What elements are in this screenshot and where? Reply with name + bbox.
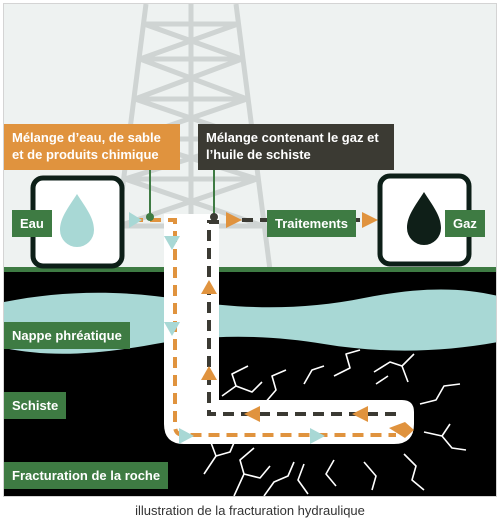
diagram-canvas — [4, 4, 496, 496]
label-nappe: Nappe phréatique — [4, 322, 130, 349]
water-drop-icon — [60, 194, 94, 247]
fracking-diagram: Mélange d’eau, de sable et de produits c… — [3, 3, 497, 497]
label-fracturation: Fracturation de la roche — [4, 462, 169, 489]
flow-arrows — [129, 212, 414, 444]
connector-dot-output — [210, 213, 218, 221]
label-gaz: Gaz — [445, 210, 485, 237]
connector-dot — [146, 213, 154, 221]
label-schiste: Schiste — [4, 392, 67, 419]
ground-line — [4, 267, 496, 272]
label-output-mixture: Mélange contenant le gaz et l’huile de s… — [198, 124, 394, 170]
label-input-mixture: Mélange d’eau, de sable et de produits c… — [4, 124, 180, 170]
label-eau: Eau — [12, 210, 52, 237]
well-bore — [164, 222, 414, 444]
label-traitements: Traitements — [267, 210, 356, 237]
well-head — [164, 214, 219, 230]
gas-drop-icon — [407, 192, 441, 245]
return-path — [207, 220, 396, 416]
figure-caption: illustration de la fracturation hydrauli… — [135, 503, 365, 518]
injection-path — [132, 218, 396, 437]
